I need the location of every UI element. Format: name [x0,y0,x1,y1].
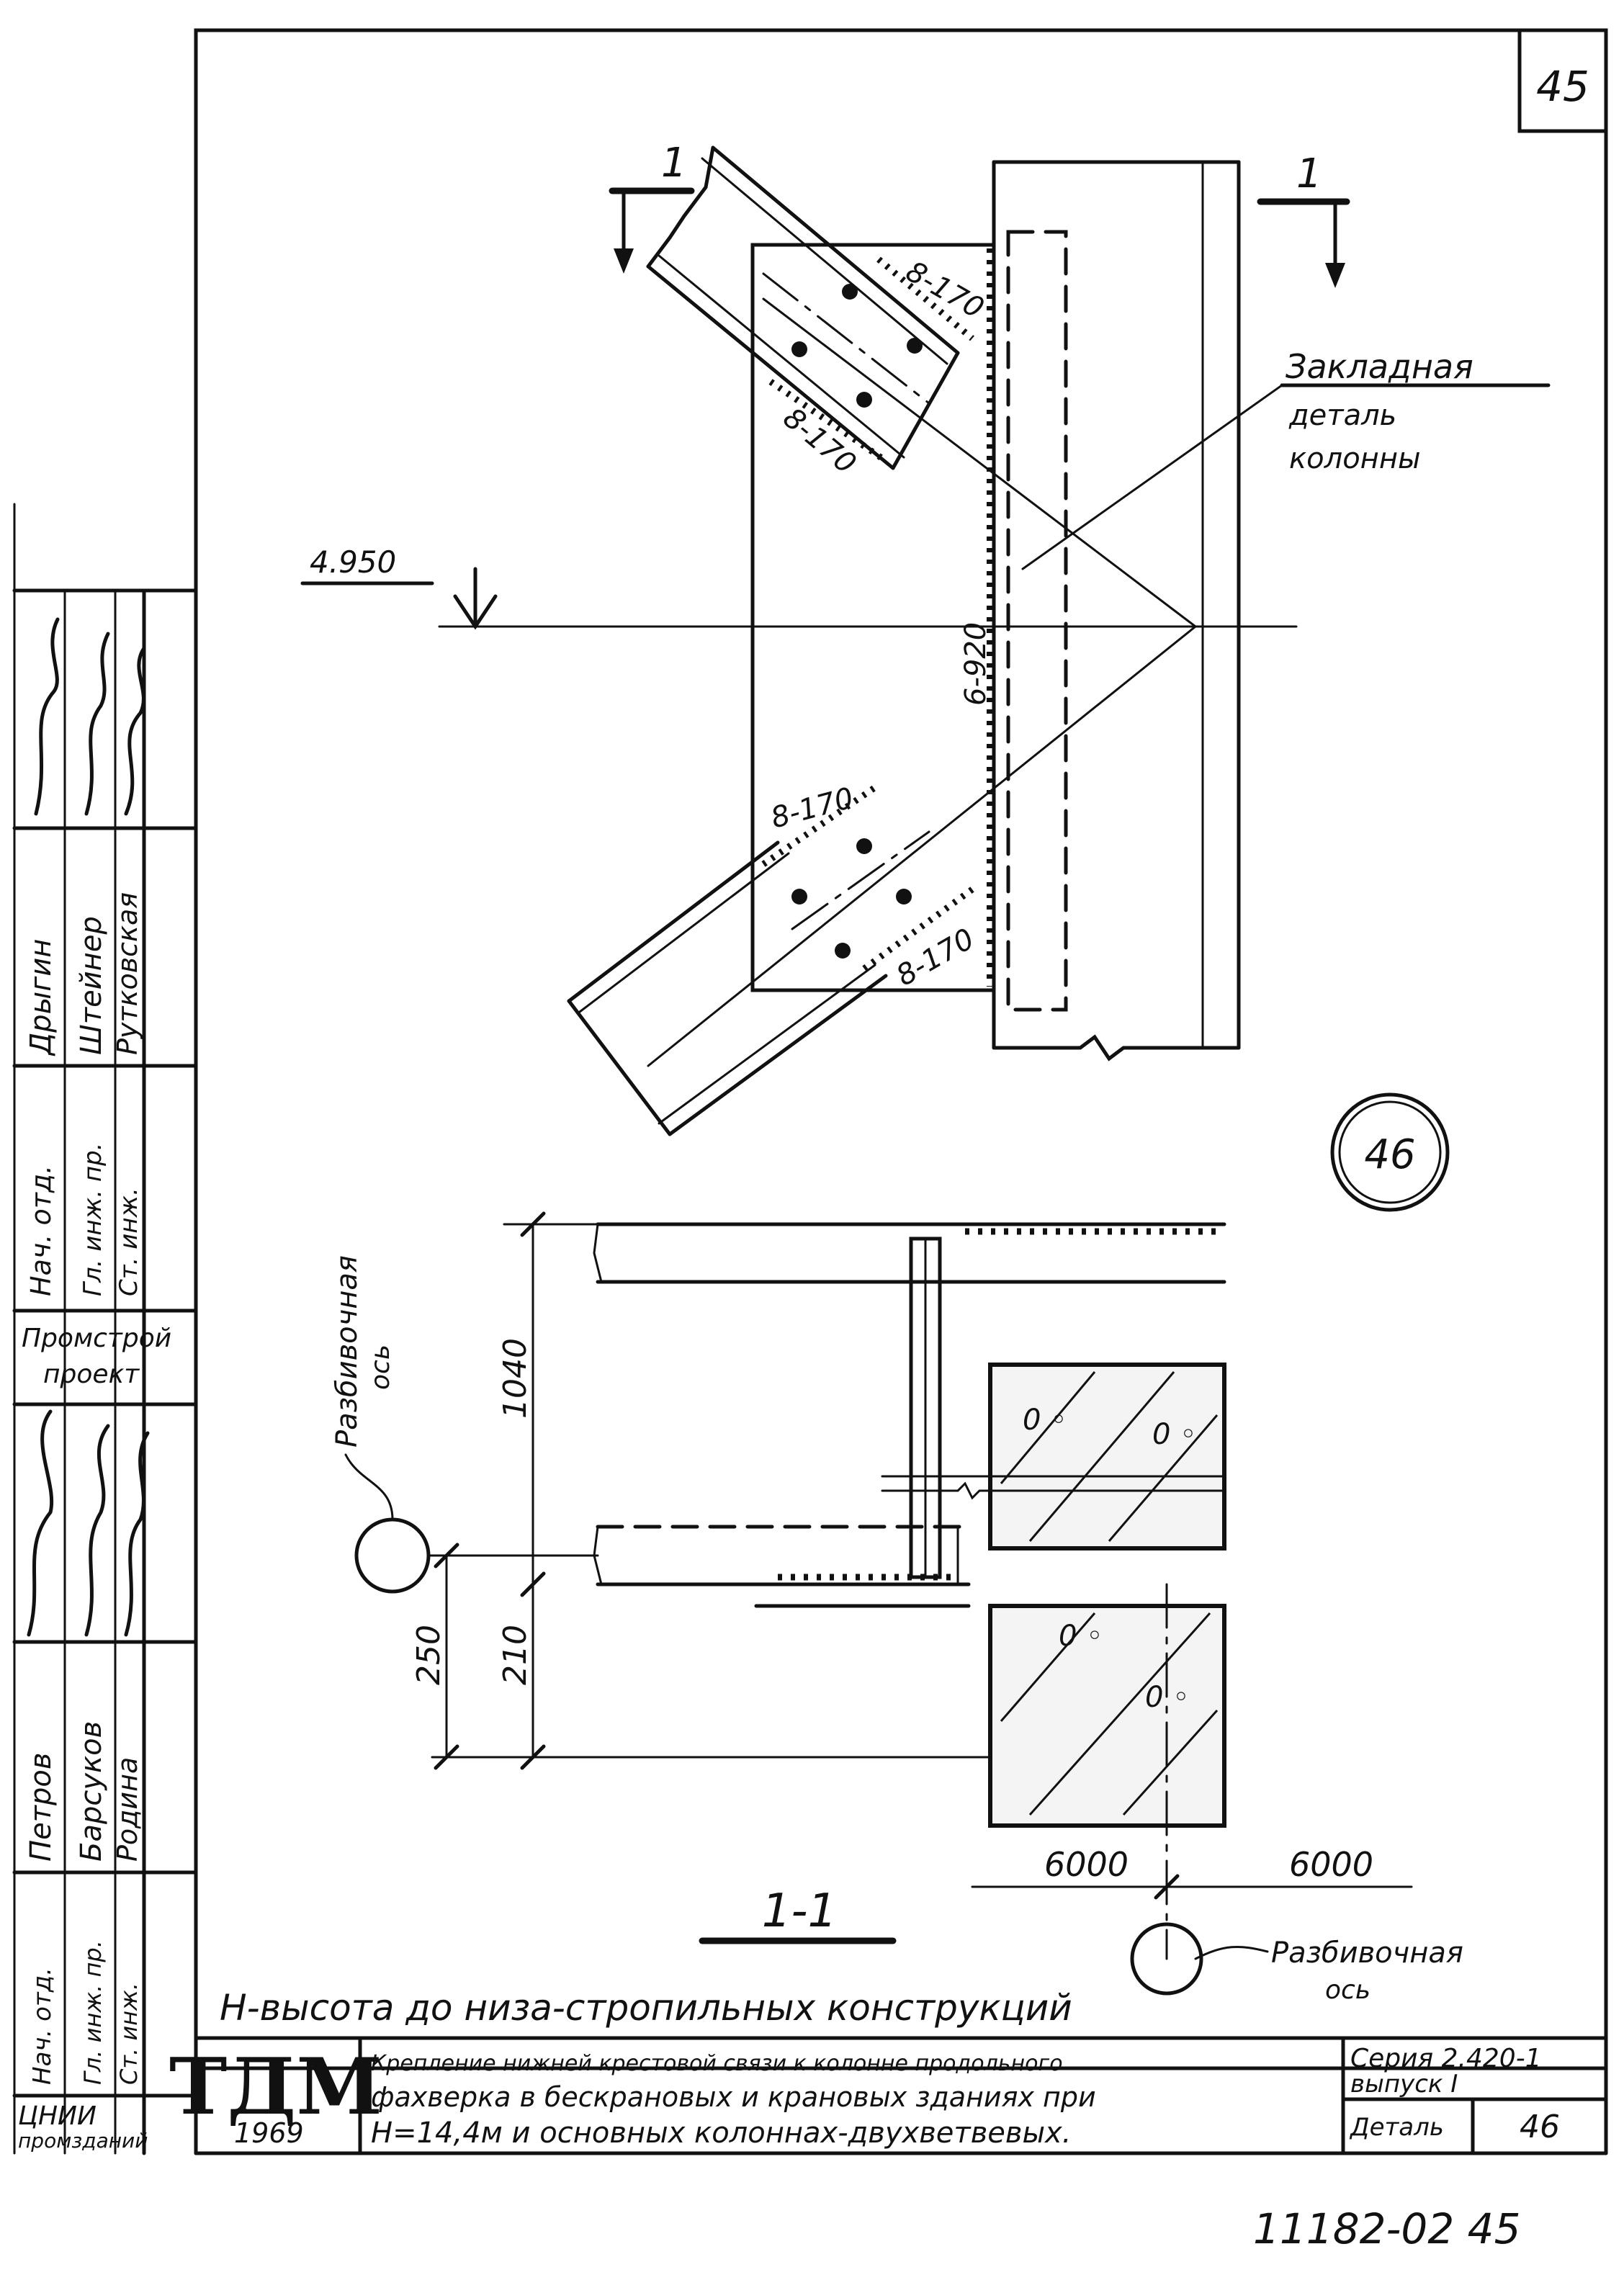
column [992,160,1241,1062]
dim-6000-right: 6000 [1289,1845,1373,1884]
elevation-value: 4.950 [310,544,396,580]
upper-role-1: Нач. отд. [25,1165,57,1296]
upper-name-1: Дрыгин [24,939,58,1056]
embedded-label-3: колонны [1289,442,1421,475]
bottom-number: 11182-02 45 [1253,2204,1520,2253]
detail-label: Деталь [1349,2113,1444,2142]
svg-text:0 ◦: 0 ◦ [1023,1404,1067,1437]
axis-label-right-1: Разбивочная [1271,1936,1463,1970]
svg-text:0 ◦: 0 ◦ [1059,1620,1103,1653]
lower-role-3: Ст. инж. [115,1983,143,2085]
title-desc-1: Крепление нижней крестовой связи к колон… [371,2051,1063,2076]
dim-250: 250 [411,1625,447,1685]
signature-2 [84,632,110,816]
section-title-text: 1-1 [762,1885,838,1938]
axis-label-left-1: Разбивочная [331,1255,364,1448]
signature-4 [27,1409,54,1637]
embedded-part-leader: Закладная деталь колонны [1021,347,1551,570]
plan-view: 1 1 [300,140,1551,1136]
dim-6000-left: 6000 [1044,1845,1129,1884]
upper-org-1: Промстрой [22,1324,171,1353]
upper-name-3: Рутковская [112,892,143,1055]
axis-label-left-2: ось [366,1345,395,1390]
title-block: ТДМ 1969 Крепление нижней крестовой связ… [169,2036,1608,2155]
lower-weld-label-2: 8-170 [891,923,980,993]
section-mark-right-label: 1 [1296,151,1322,197]
center-weld-label: 6-920 [959,622,992,706]
lower-org-2: промзданий [18,2129,148,2153]
concrete-block-upper [988,1363,1226,1550]
title-desc-2: фахверка в бескрановых и крановых здания… [371,2081,1096,2113]
horizontal-dimensions: 6000 6000 [971,1845,1413,1900]
axis-bubble-left: Разбивочная ось [331,1255,462,1594]
vertical-dimensions: 1040 250 210 [411,1211,992,1770]
axis-bubble-right: Разбивочная ось [1130,1922,1463,2005]
section-mark-left: 1 [609,140,695,274]
signature-1 [34,617,60,816]
dim-210: 210 [497,1625,534,1685]
upper-name-2: Штейнер [75,916,108,1055]
embedded-label-2: деталь [1288,399,1396,432]
elevation-mark: 4.950 [300,544,498,630]
lower-org-1: ЦНИИ [18,2101,97,2131]
svg-text:0 ◦: 0 ◦ [1152,1418,1197,1451]
lower-role-1: Нач. отд. [28,1967,57,2085]
section-title: 1-1 [699,1885,897,1944]
sheet-frame [194,28,1608,2070]
embedded-label-1: Закладная [1286,347,1473,386]
title-desc-3: H=14,4м и основных колоннах-двухветвевых… [371,2117,1071,2150]
height-note: H-высота до низа-стропильных конструкций [220,1987,1072,2029]
upper-role-3: Ст. инж. [115,1188,143,1296]
series-line-1: Серия 2.420-1 [1350,2044,1542,2073]
detail-number: 46 [1520,2109,1560,2145]
lower-role-2: Гл. инж. пр. [79,1940,107,2085]
axis-label-right-2: ось [1325,1975,1370,2005]
upper-role-2: Гл. инж. пр. [78,1143,107,1296]
upper-org-2: проект [43,1360,140,1389]
gusset-plate [750,243,996,992]
lower-name-3: Родина [112,1757,143,1862]
page-number-box: 45 [1517,28,1608,133]
section-mark-left-label: 1 [661,140,687,187]
detail-marker: 46 [1330,1092,1450,1212]
lower-brace: 8-170 8-170 [567,781,980,1136]
concrete-block-lower [988,1604,1226,1828]
signature-3 [124,646,146,816]
embedded-plate [1006,230,1068,1012]
signature-6 [124,1431,150,1637]
dim-1040: 1040 [497,1338,534,1419]
page-number: 45 [1536,62,1589,111]
lower-name-1: Петров [24,1753,58,1862]
tdm-logo: ТДМ [169,2042,382,2132]
lower-name-2: Барсуков [75,1721,108,1862]
section-mark-right: 1 [1257,151,1350,288]
left-stamp: Нач. отд. Гл. инж. пр. Ст. инж. Дрыгин Ш… [12,503,198,2155]
series-line-2: выпуск I [1350,2070,1458,2099]
detail-marker-number: 46 [1364,1131,1415,1178]
signature-5 [84,1424,110,1637]
title-year: 1969 [234,2117,304,2149]
section-view: 0 ◦ 0 ◦ 0 ◦ 0 ◦ 1040 250 210 [331,1211,1463,2005]
